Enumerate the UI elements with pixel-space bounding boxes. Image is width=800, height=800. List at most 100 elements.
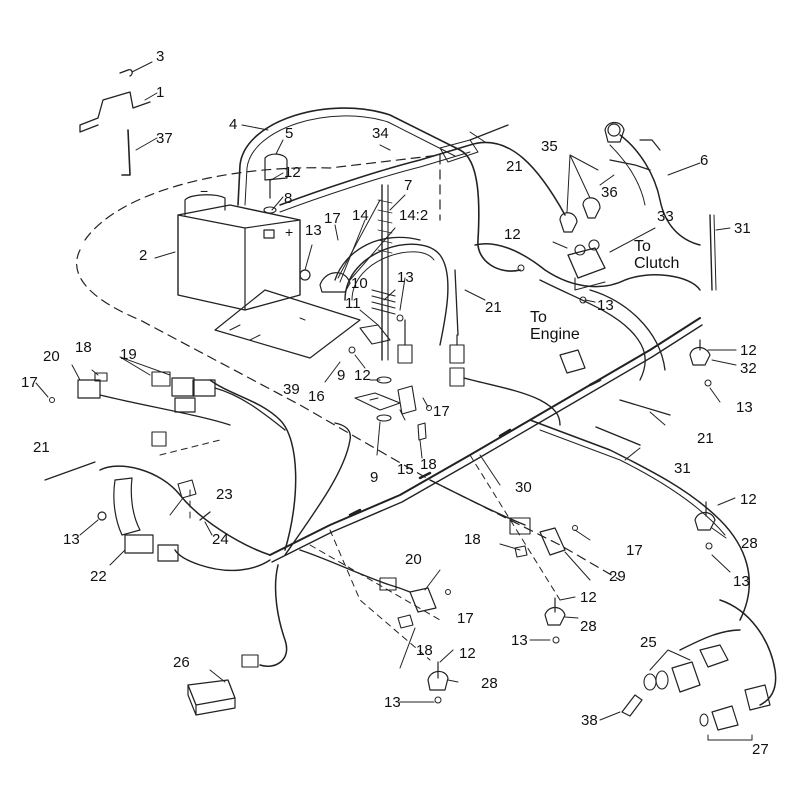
bracket-1 [79, 91, 151, 133]
callout-17-center: 17 [433, 403, 450, 420]
harness-down-center [299, 549, 411, 593]
harness-upper-right-b [539, 279, 646, 381]
harness-left-c [284, 422, 352, 556]
connector-20-lower [409, 587, 437, 613]
harness-left-b [209, 379, 297, 551]
hour-meter-26 [187, 654, 259, 716]
boot-35-a [559, 212, 578, 233]
harness-left-d [174, 549, 271, 572]
callout-28-bottom: 28 [481, 675, 498, 692]
connector-center-c [449, 367, 465, 387]
callout-27: 27 [752, 741, 769, 758]
callout-12-right-mid: 12 [740, 491, 757, 508]
callout-1: 1 [156, 84, 165, 101]
cable-6 [619, 134, 701, 246]
main-harness-30 [269, 317, 703, 563]
leader-lines [35, 61, 753, 741]
callout-13-right-upper: 13 [736, 399, 753, 416]
callout-33: 33 [657, 208, 674, 225]
callout-37: 37 [156, 130, 173, 147]
callout-20-lower: 20 [405, 551, 422, 568]
battery-minus-mark: − [200, 183, 209, 199]
cable-loop-center [344, 243, 449, 346]
callout-18-lower: 18 [464, 531, 481, 548]
connector-center-a [397, 344, 413, 364]
callout-13-bottom: 13 [384, 694, 401, 711]
rod-31-upper [709, 214, 713, 291]
callout-13-center: 13 [397, 269, 414, 286]
callout-12-right-upper: 12 [740, 342, 757, 359]
connector-29 [539, 527, 566, 556]
clamp-32 [689, 346, 711, 366]
callout-25: 25 [640, 634, 657, 651]
rod-21-mid [454, 269, 459, 336]
clamp-23 [177, 479, 197, 499]
callout-23: 23 [216, 486, 233, 503]
callout-11: 11 [345, 295, 361, 312]
note-to-clutch: To Clutch [634, 238, 679, 273]
terminal-cap-5 [264, 153, 288, 181]
callout-12-battery: 12 [284, 164, 301, 181]
connector-19-c [192, 379, 216, 397]
callout-12-bottom: 12 [459, 645, 476, 662]
callout-12-lower-mid: 12 [580, 589, 597, 606]
callout-15: 15 [397, 461, 414, 478]
connector-20-left [77, 379, 101, 399]
boot-35-c [604, 121, 625, 143]
relay-15 [397, 385, 417, 415]
chassis-outline-dashed [76, 154, 621, 581]
callout-12-solenoid: 12 [504, 226, 521, 243]
callout-21-mid: 21 [485, 299, 502, 316]
callout-14-2: 14:2 [399, 207, 429, 224]
solenoid-33 [567, 239, 606, 291]
callout-17-top: 17 [324, 210, 341, 227]
harness-lower-right [529, 419, 750, 621]
callout-13-solenoid: 13 [597, 297, 614, 314]
note-to-engine: To Engine [530, 309, 580, 344]
note-to-engine-line2: Engine [530, 325, 580, 343]
cable-34-inner [279, 151, 471, 213]
callout-36: 36 [601, 184, 618, 201]
callout-9-lower: 9 [370, 469, 379, 486]
callout-13-right-mid: 13 [733, 573, 750, 590]
cable-34 [279, 141, 566, 216]
harness-to-25 [679, 629, 741, 651]
harness-lower-right-b [539, 429, 726, 536]
harness-upper-right-c [589, 289, 666, 371]
callout-20-left: 20 [43, 348, 60, 365]
bolt-37 [121, 129, 131, 176]
battery-2 [177, 194, 301, 311]
callout-16: 16 [308, 388, 325, 405]
callout-17-bottom: 17 [457, 610, 474, 627]
callout-14: 14 [352, 207, 369, 224]
rod-21-right [619, 399, 671, 416]
callout-21-top: 21 [506, 158, 523, 175]
battery-plus-mark: + [285, 224, 294, 240]
harness-down-26 [259, 564, 288, 667]
callout-8: 8 [284, 190, 293, 207]
engine-connector [559, 349, 586, 374]
callout-7: 7 [404, 177, 413, 194]
plate-16 [354, 392, 401, 411]
callout-32: 32 [740, 360, 757, 377]
harness-lower-29 [429, 479, 526, 526]
callout-21-right: 21 [697, 430, 714, 447]
callout-31-top: 31 [734, 220, 751, 237]
rod-7 [371, 184, 396, 361]
callout-34: 34 [372, 125, 389, 142]
callout-21-left: 21 [33, 439, 50, 456]
callout-26: 26 [173, 654, 190, 671]
connector-19-b [171, 377, 195, 397]
clamp-28-lower [427, 670, 449, 691]
callout-39: 39 [283, 381, 300, 398]
callout-28-right: 28 [741, 535, 758, 552]
cable-34-sleeve [439, 139, 479, 163]
callout-3: 3 [156, 48, 165, 65]
callout-13-left: 13 [63, 531, 80, 548]
callout-12-center: 12 [354, 367, 371, 384]
harness-left [99, 465, 271, 556]
callout-17-left: 17 [21, 374, 38, 391]
callout-18-center: 18 [420, 456, 437, 473]
callout-35: 35 [541, 138, 558, 155]
